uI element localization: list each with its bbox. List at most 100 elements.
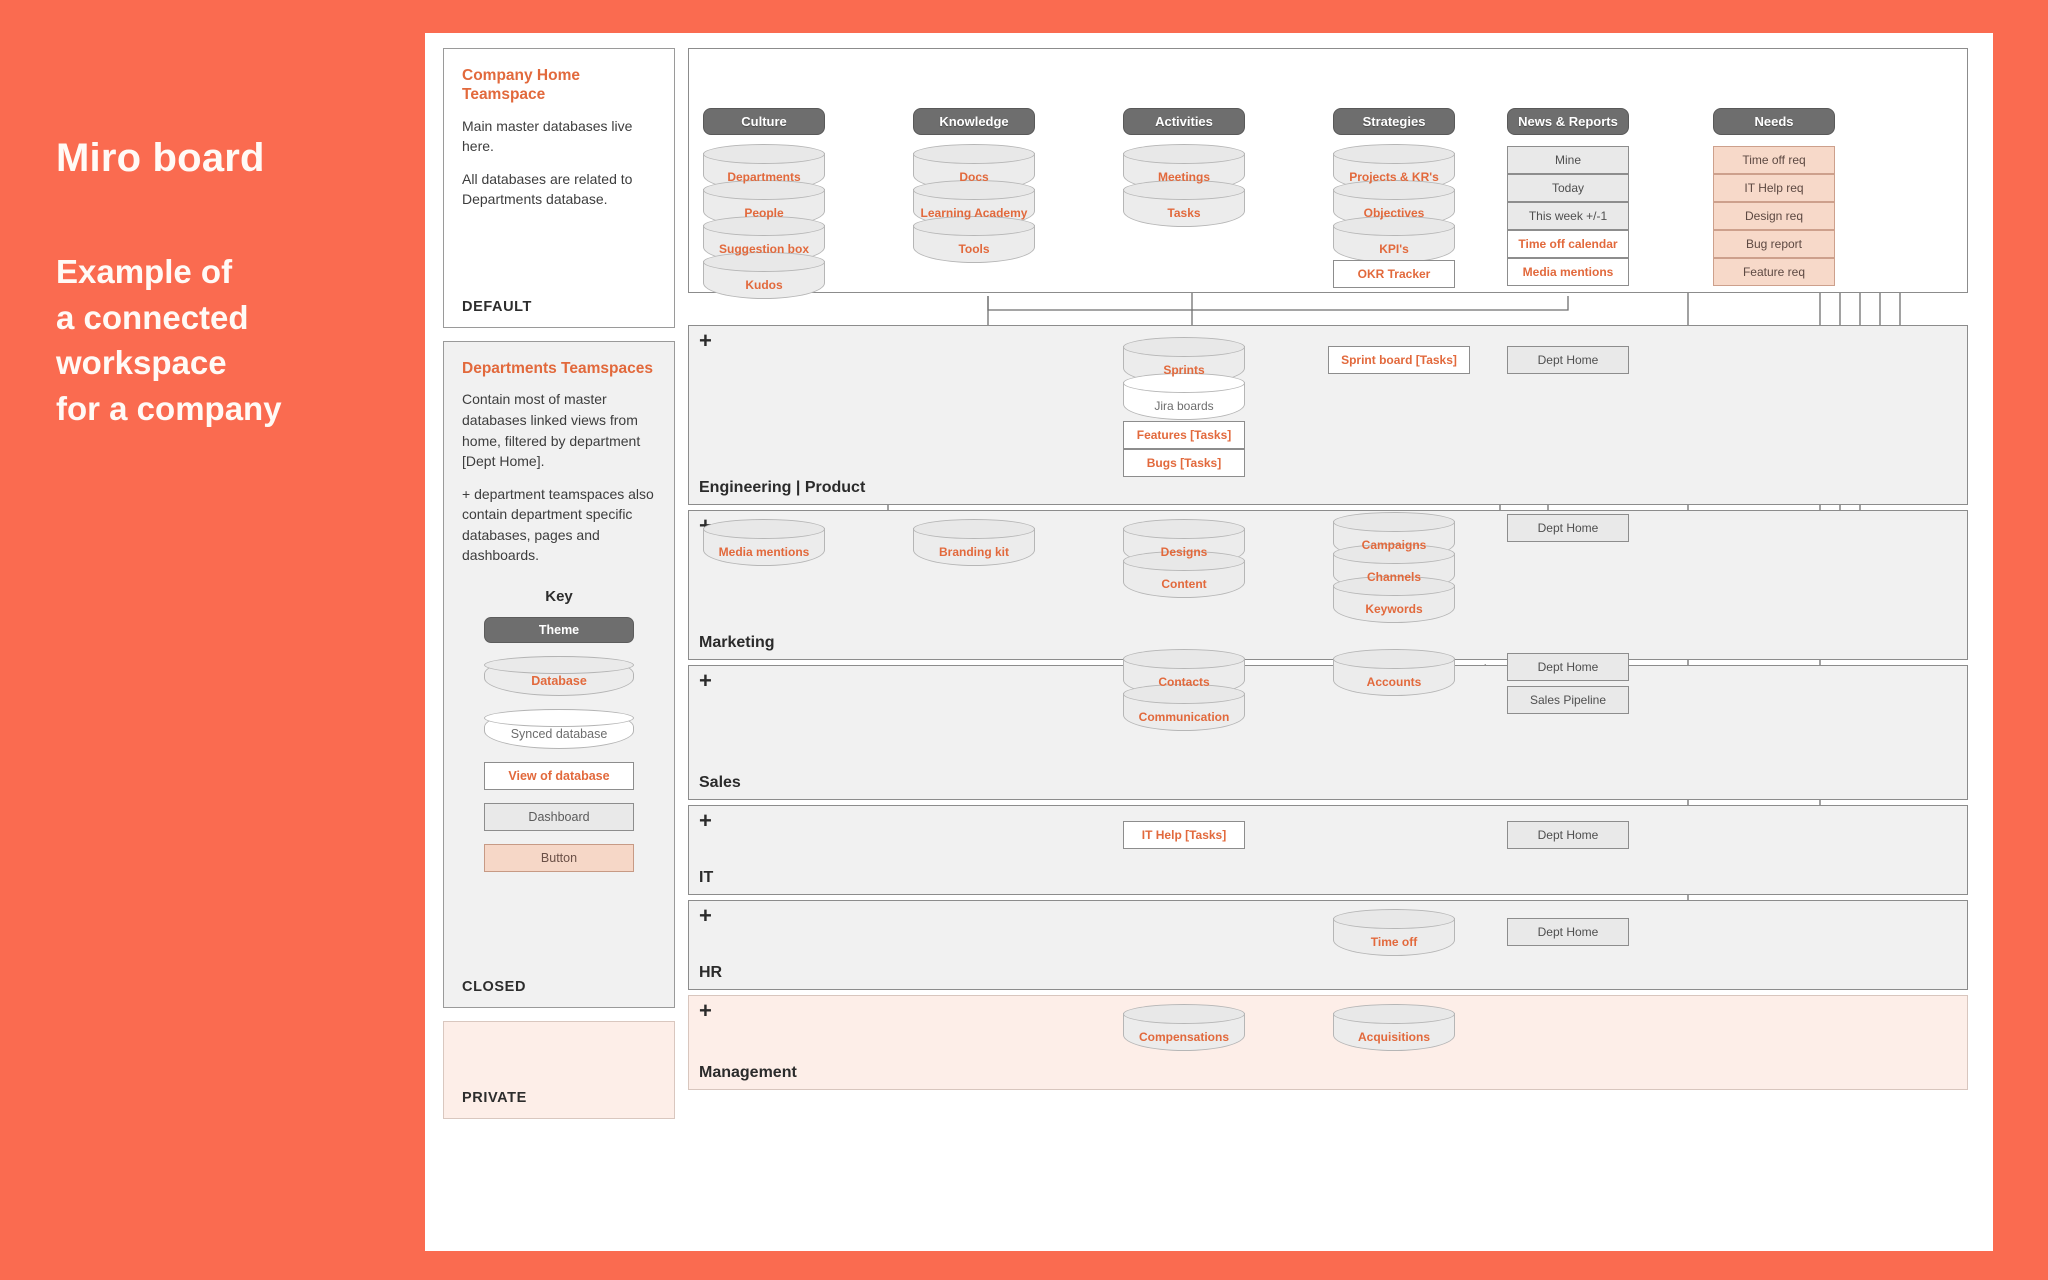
- dashboard-sales-pipeline[interactable]: Sales Pipeline: [1507, 686, 1629, 714]
- dashboard-dept-home-hr[interactable]: Dept Home: [1507, 918, 1629, 946]
- db-tasks[interactable]: Tasks: [1123, 180, 1245, 227]
- node-label: Learning Academy: [920, 206, 1028, 220]
- db-jira-boards[interactable]: Jira boards: [1123, 373, 1245, 420]
- card-footer-private: PRIVATE: [462, 1090, 527, 1106]
- promo-subtitle-line-4: for a company: [56, 389, 282, 427]
- db-people[interactable]: People: [703, 180, 825, 227]
- node-label: KPI's: [1379, 242, 1409, 256]
- key-synced-label: Synced database: [510, 727, 608, 741]
- db-acquisitions[interactable]: Acquisitions: [1333, 1004, 1455, 1051]
- db-learning-academy[interactable]: Learning Academy: [913, 180, 1035, 227]
- view-bugs-tasks[interactable]: Bugs [Tasks]: [1123, 449, 1245, 477]
- theme-chip-news-reports[interactable]: News & Reports: [1507, 108, 1629, 135]
- add-block-sales[interactable]: +: [699, 668, 712, 693]
- db-kpis[interactable]: KPI's: [1333, 216, 1455, 263]
- view-time-off-calendar[interactable]: Time off calendar: [1507, 230, 1629, 258]
- promo-subtitle: Example of a connected workspace for a c…: [56, 249, 416, 431]
- dashboard-this-week[interactable]: This week +/-1: [1507, 202, 1629, 230]
- panel-sales[interactable]: + Sales: [688, 665, 1968, 800]
- dashboard-dept-home-engineering[interactable]: Dept Home: [1507, 346, 1629, 374]
- card-paragraph: Main master databases live here.: [462, 117, 633, 155]
- view-sprint-board-tasks[interactable]: Sprint board [Tasks]: [1328, 346, 1470, 374]
- node-label: Branding kit: [938, 545, 1009, 559]
- node-label: Meetings: [1157, 170, 1210, 184]
- node-label: Sprints: [1163, 363, 1205, 377]
- node-label: Acquisitions: [1357, 1030, 1430, 1044]
- panel-label-engineering: Engineering | Product: [699, 479, 866, 496]
- panel-management[interactable]: + Management: [688, 995, 1968, 1090]
- db-branding-kit[interactable]: Branding kit: [913, 519, 1035, 566]
- dashboard-mine[interactable]: Mine: [1507, 146, 1629, 174]
- db-kudos[interactable]: Kudos: [703, 252, 825, 299]
- card-departments[interactable]: Departments Teamspaces Contain most of m…: [443, 341, 675, 1008]
- db-media-mentions-mkt[interactable]: Media mentions: [703, 519, 825, 566]
- node-label: Media mentions: [718, 545, 810, 559]
- db-projects-krs[interactable]: Projects & KR's: [1333, 144, 1455, 191]
- panel-marketing[interactable]: + Marketing: [688, 510, 1968, 660]
- key-view-chip: View of database: [484, 762, 634, 790]
- theme-chip-needs[interactable]: Needs: [1713, 108, 1835, 135]
- node-label: Kudos: [745, 278, 783, 292]
- card-company-home[interactable]: Company Home Teamspace Main master datab…: [443, 48, 675, 328]
- key-dashboard-chip: Dashboard: [484, 803, 634, 831]
- node-label: Compensations: [1138, 1030, 1229, 1044]
- db-keywords[interactable]: Keywords: [1333, 576, 1455, 623]
- view-media-mentions[interactable]: Media mentions: [1507, 258, 1629, 286]
- add-block-engineering[interactable]: +: [699, 328, 712, 353]
- theme-chip-knowledge[interactable]: Knowledge: [913, 108, 1035, 135]
- db-tools[interactable]: Tools: [913, 216, 1035, 263]
- db-communication[interactable]: Communication: [1123, 684, 1245, 731]
- view-it-help-tasks[interactable]: IT Help [Tasks]: [1123, 821, 1245, 849]
- db-suggestion-box[interactable]: Suggestion box: [703, 216, 825, 263]
- key-database-label: Database: [531, 674, 587, 688]
- dashboard-dept-home-it[interactable]: Dept Home: [1507, 821, 1629, 849]
- button-design-req[interactable]: Design req: [1713, 202, 1835, 230]
- theme-chip-culture[interactable]: Culture: [703, 108, 825, 135]
- panel-hr[interactable]: + HR: [688, 900, 1968, 990]
- db-accounts[interactable]: Accounts: [1333, 649, 1455, 696]
- legend-cards-column: Company Home Teamspace Main master datab…: [443, 48, 675, 1132]
- panel-it[interactable]: + IT: [688, 805, 1968, 895]
- node-label: Docs: [959, 170, 989, 184]
- promo-subtitle-line-1: Example of: [56, 253, 233, 290]
- view-features-tasks[interactable]: Features [Tasks]: [1123, 421, 1245, 449]
- key-synced-cylinder: Synced database: [484, 709, 634, 749]
- dashboard-dept-home-marketing[interactable]: Dept Home: [1507, 514, 1629, 542]
- add-block-hr[interactable]: +: [699, 903, 712, 928]
- key-item-theme: Theme: [484, 617, 634, 643]
- node-label: Departments: [727, 170, 801, 184]
- add-block-management[interactable]: +: [699, 998, 712, 1023]
- node-label: Channels: [1366, 570, 1421, 584]
- db-time-off[interactable]: Time off: [1333, 909, 1455, 956]
- add-block-it[interactable]: +: [699, 808, 712, 833]
- theme-chip-strategies[interactable]: Strategies: [1333, 108, 1455, 135]
- dashboard-today[interactable]: Today: [1507, 174, 1629, 202]
- page-title: Miro board: [56, 136, 265, 180]
- panel-label-it: IT: [699, 869, 714, 886]
- card-title: Company Home Teamspace: [462, 67, 580, 104]
- db-content[interactable]: Content: [1123, 551, 1245, 598]
- card-private[interactable]: PRIVATE: [443, 1021, 675, 1119]
- card-paragraph: + department teamspaces also contain dep…: [462, 485, 654, 564]
- button-it-help-req[interactable]: IT Help req: [1713, 174, 1835, 202]
- node-label: Time off: [1370, 935, 1418, 949]
- miro-board-frame[interactable]: Company Home Teamspace Main master datab…: [425, 33, 1993, 1251]
- panel-label-sales: Sales: [699, 774, 741, 791]
- dashboard-dept-home-sales[interactable]: Dept Home: [1507, 653, 1629, 681]
- key-item-database: Database: [484, 656, 634, 696]
- key-button-chip: Button: [484, 844, 634, 872]
- button-bug-report[interactable]: Bug report: [1713, 230, 1835, 258]
- promo-subtitle-line-2: a connected: [56, 298, 249, 336]
- button-time-off-req[interactable]: Time off req: [1713, 146, 1835, 174]
- button-feature-req[interactable]: Feature req: [1713, 258, 1835, 286]
- panel-label-marketing: Marketing: [699, 634, 775, 651]
- view-okr-tracker[interactable]: OKR Tracker: [1333, 260, 1455, 288]
- panel-label-hr: HR: [699, 964, 723, 981]
- architecture-diagram: Culture Knowledge Activities Strategies …: [688, 48, 1978, 1238]
- key-item-button: Button: [484, 844, 634, 872]
- card-footer-closed: CLOSED: [462, 979, 527, 995]
- theme-chip-activities[interactable]: Activities: [1123, 108, 1245, 135]
- node-label: Keywords: [1365, 602, 1423, 616]
- db-compensations[interactable]: Compensations: [1123, 1004, 1245, 1051]
- node-label: People: [744, 206, 784, 220]
